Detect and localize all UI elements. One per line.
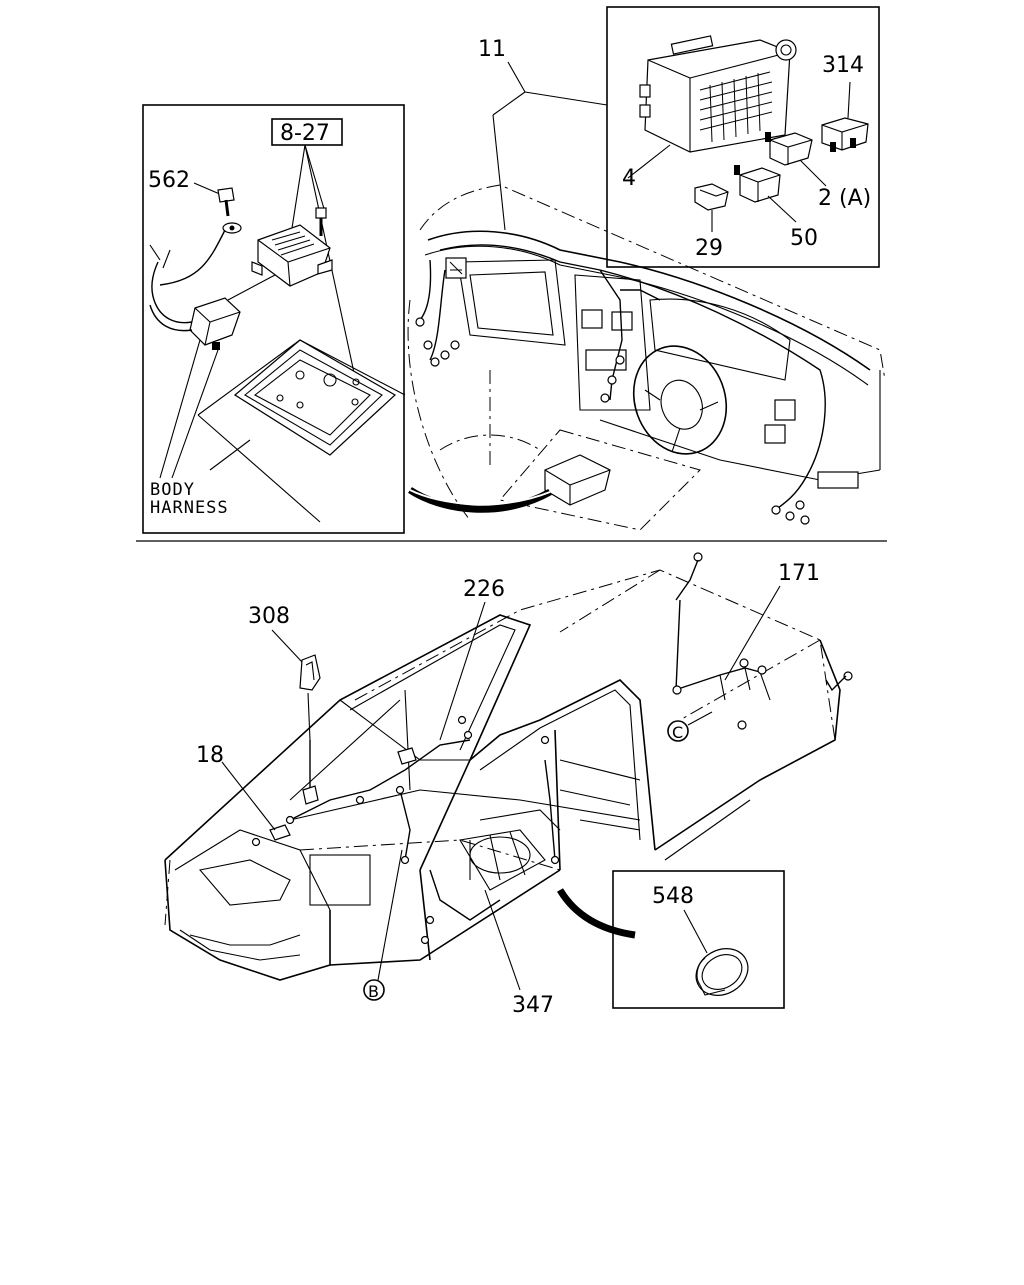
label-171: 171 [778,561,820,586]
control-unit-inset-frame [142,104,405,534]
ref-8-27-box [271,118,343,146]
leader-171 [724,585,781,681]
leader-314 [847,81,851,119]
leader-50 [767,195,797,223]
ground-terminal-illustration [222,222,242,234]
grommet-inset-frame [612,870,785,1009]
fuse-box-inset-frame [606,6,880,268]
fuse-box-illustration [639,35,797,153]
grommet-548-illustration [695,948,749,996]
label-29: 29 [695,236,723,261]
callout-b-text: B [368,982,379,1001]
label-226: 226 [463,577,505,602]
instrument-panel-illustration: 11 [407,37,886,531]
label-18: 18 [196,743,224,768]
connector-illustration [189,297,241,350]
control-unit-module-illustration [251,224,333,287]
fuse-box-inset: 4 314 2 (A) 50 [606,6,880,268]
label-562: 562 [148,168,190,193]
label-548: 548 [652,884,694,909]
leader-11 [492,114,506,231]
bolt-562-illustration [217,187,235,217]
clip-29-illustration [694,183,729,211]
leader-18 [221,761,276,831]
label-347: 347 [512,993,554,1018]
callout-c-text: C [672,723,683,742]
label-body-harness-2: HARNESS [150,498,229,518]
label-314: 314 [822,53,864,78]
bolt-module-illustration [315,207,327,236]
label-2a: 2 (A) [818,186,871,211]
leader-562 [193,182,223,196]
callout-b: B [363,849,403,1001]
label-8-27: 8-27 [280,121,330,146]
leader-347 [484,889,521,991]
label-body-harness-1: BODY [150,480,195,500]
body-shell-illustration [164,552,853,981]
leader-4 [627,144,671,179]
control-unit-inset: 8-27 562 [142,104,406,534]
leader-548 [683,909,708,954]
leader-2a [799,159,827,187]
callout-c: C [667,711,713,742]
relay-50-illustration [734,165,781,203]
ground-wire [159,229,226,286]
grommet-inset: 548 [612,870,785,1009]
leader-226 [439,601,486,741]
mounting-bracket-illustration [233,339,397,456]
clip-308-illustration [299,654,321,691]
leader-308 [271,629,303,663]
label-11: 11 [478,37,506,62]
leader-body-harness [159,339,201,479]
label-50: 50 [790,226,818,251]
label-4: 4 [622,166,636,191]
relay-2a-illustration [765,132,813,166]
label-308: 308 [248,604,290,629]
relay-314-illustration [821,117,869,152]
